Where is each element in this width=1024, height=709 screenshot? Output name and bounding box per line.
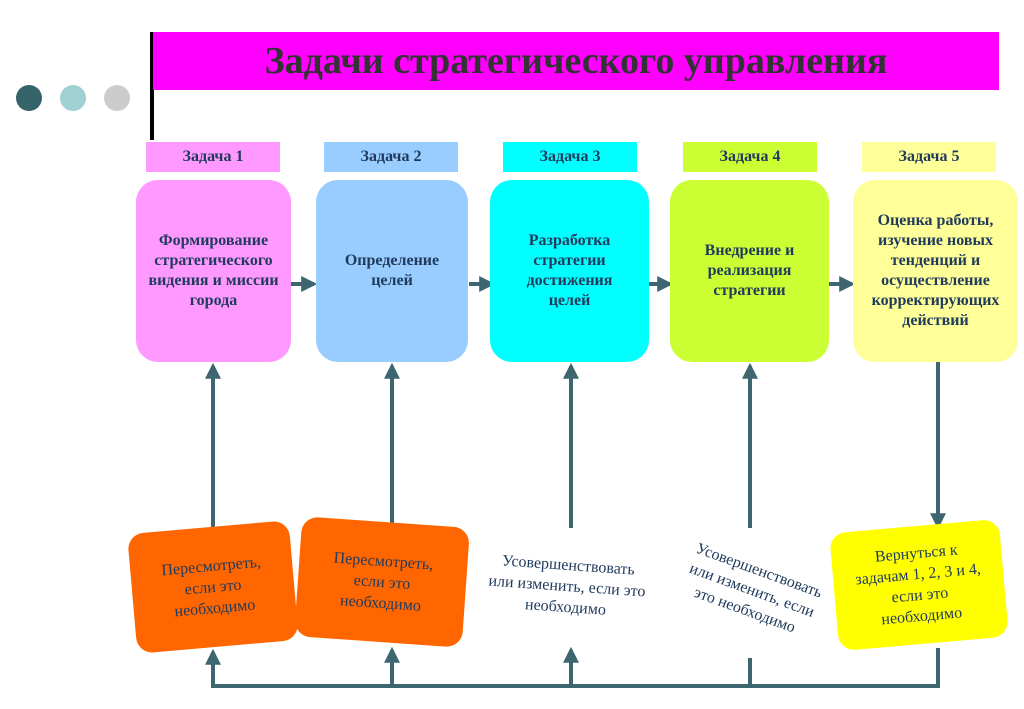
task-3-box: Разработка стратегии достижения целей — [490, 180, 649, 362]
feedback-1: Пересмотреть, если это необходимо — [127, 520, 299, 654]
task-3-label: Задача 3 — [503, 142, 637, 172]
feedback-3: Усовершенствовать или изменить, если это… — [487, 551, 646, 619]
task-4-box: Внедрение и реализация стратегии — [670, 180, 829, 362]
feedback-5: Вернуться к задачам 1, 2, 3 и 4, если эт… — [829, 518, 1009, 652]
task-1-label: Задача 1 — [146, 142, 280, 172]
decor-dot-2 — [60, 85, 86, 111]
decor-dot-3 — [104, 85, 130, 111]
decor-dot-1 — [16, 85, 42, 111]
task-2-label: Задача 2 — [324, 142, 458, 172]
task-2-box: Определение целей — [316, 180, 468, 362]
title-accent-line — [150, 32, 154, 140]
page-title: Задачи стратегического управления — [153, 32, 999, 90]
feedback-2: Пересмотреть, если это необходимо — [294, 516, 470, 648]
task-1-box: Формирование стратегического видения и м… — [136, 180, 291, 362]
task-4-label: Задача 4 — [683, 142, 817, 172]
task-5-box: Оценка работы, изучение новых тенденций … — [853, 180, 1018, 362]
task-5-label: Задача 5 — [862, 142, 996, 172]
